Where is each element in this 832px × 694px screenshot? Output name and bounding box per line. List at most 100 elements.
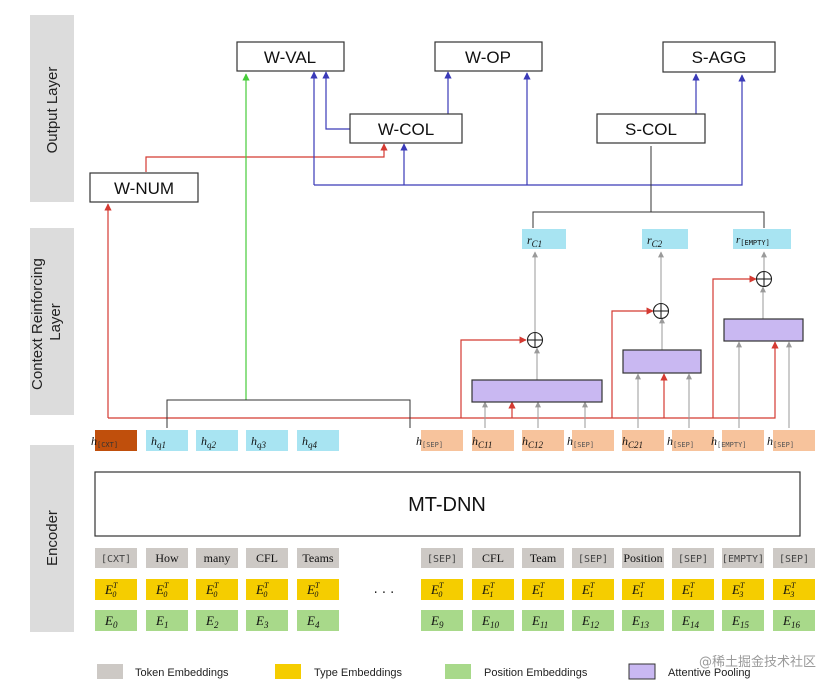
r-empty-label: r[EMPTY] <box>736 234 770 247</box>
token-label: Team <box>530 551 557 565</box>
token-embedding <box>472 548 514 568</box>
s-agg-box: S-AGG <box>662 41 776 73</box>
output-layer-label: Output Layer <box>44 67 61 154</box>
attentive-pooling-boxes <box>471 318 804 403</box>
type-embedding <box>472 579 514 600</box>
token-embedding <box>572 548 614 568</box>
w-num-box: W-NUM <box>89 172 199 203</box>
token-embedding <box>672 548 714 568</box>
legend-type: Type Embeddings <box>314 667 403 679</box>
w-op-label: W-OP <box>465 48 511 67</box>
r-empty: r[EMPTY] <box>733 229 791 249</box>
position-embedding-label: E13 <box>631 613 649 630</box>
position-embedding-label: E9 <box>430 613 444 630</box>
type-embedding <box>95 579 137 600</box>
type-embedding <box>297 579 339 600</box>
token-label: [SEP] <box>578 554 608 565</box>
plus-icon <box>652 302 670 320</box>
h-q-label: hq4 <box>302 434 318 450</box>
token-label: How <box>155 551 179 565</box>
w-col-box: W-COL <box>349 113 463 144</box>
legend-swatch-pooling <box>628 663 656 680</box>
r-c2-label: rC2 <box>647 233 663 249</box>
legend-position: Position Embeddings <box>484 667 588 679</box>
type-embedding <box>421 579 463 600</box>
legend-pooling: Attentive Pooling <box>668 667 751 679</box>
plus-icon <box>755 270 773 288</box>
sum-nodes <box>526 270 773 349</box>
h-c11: hC11 <box>472 434 492 450</box>
token-label: [SEP] <box>779 554 809 565</box>
token-embedding <box>246 548 288 568</box>
h-sep-1: h[SEP] <box>416 434 443 449</box>
black-connectors <box>166 146 765 428</box>
h-empty: h[EMPTY] <box>711 434 747 449</box>
pool-box-c2 <box>622 349 702 374</box>
mt-dnn-box: MT-DNN <box>94 471 801 537</box>
position-embedding <box>297 610 339 631</box>
position-embedding-label: E11 <box>531 613 548 630</box>
s-agg-label: S-AGG <box>692 48 747 67</box>
position-embedding-label: E10 <box>481 613 499 630</box>
type-embedding <box>196 579 238 600</box>
token-embedding <box>146 548 188 568</box>
s-col-label: S-COL <box>625 120 677 139</box>
h-q-label: hq3 <box>251 434 267 450</box>
type-embedding <box>246 579 288 600</box>
type-embedding <box>572 579 614 600</box>
token-embedding <box>297 548 339 568</box>
type-embedding <box>722 579 764 600</box>
context-layer-band: Context Reinforcing Layer <box>29 228 74 415</box>
h-sep-4: h[SEP] <box>767 434 794 449</box>
w-val-label: W-VAL <box>264 48 316 67</box>
blue-connectors <box>310 71 746 186</box>
h-cxt: h[CXT] <box>91 434 118 449</box>
position-embedding <box>522 610 564 631</box>
encoder-layer-label: Encoder <box>44 510 61 566</box>
token-label: [SEP] <box>678 554 708 565</box>
red-connectors <box>104 143 779 419</box>
w-col-label: W-COL <box>378 120 434 139</box>
position-embedding <box>146 610 188 631</box>
position-embedding <box>246 610 288 631</box>
pool-box-empty <box>723 318 804 342</box>
position-embedding-label: E15 <box>731 613 749 630</box>
token-embedding <box>196 548 238 568</box>
type-embedding <box>522 579 564 600</box>
token-embedding <box>722 548 764 568</box>
position-embedding <box>722 610 764 631</box>
token-label: [CXT] <box>101 554 131 565</box>
h-c12: hC12 <box>522 434 544 450</box>
context-layer-label-line2: Layer <box>47 303 64 341</box>
token-embedding <box>522 548 564 568</box>
r-c1: rC1 <box>522 229 566 249</box>
position-embedding <box>196 610 238 631</box>
h-sep-3: h[SEP] <box>667 434 694 449</box>
token-label: [EMPTY] <box>722 554 764 565</box>
position-embedding-label: E2 <box>205 613 219 630</box>
plus-icon <box>526 331 544 349</box>
token-embedding <box>622 548 664 568</box>
type-embedding <box>672 579 714 600</box>
r-c2: rC2 <box>642 229 688 249</box>
token-label: [SEP] <box>427 554 457 565</box>
token-label: many <box>204 551 231 565</box>
token-label: Teams <box>302 551 333 565</box>
position-embedding-label: E16 <box>782 613 800 630</box>
output-layer-band: Output Layer <box>30 15 74 202</box>
token-label: CFL <box>482 551 504 565</box>
watermark: @稀土掘金技术社区 <box>699 654 816 670</box>
legend-token: Token Embeddings <box>135 667 229 679</box>
legend-swatch-token <box>97 664 123 679</box>
h-sep-2: h[SEP] <box>567 434 594 449</box>
